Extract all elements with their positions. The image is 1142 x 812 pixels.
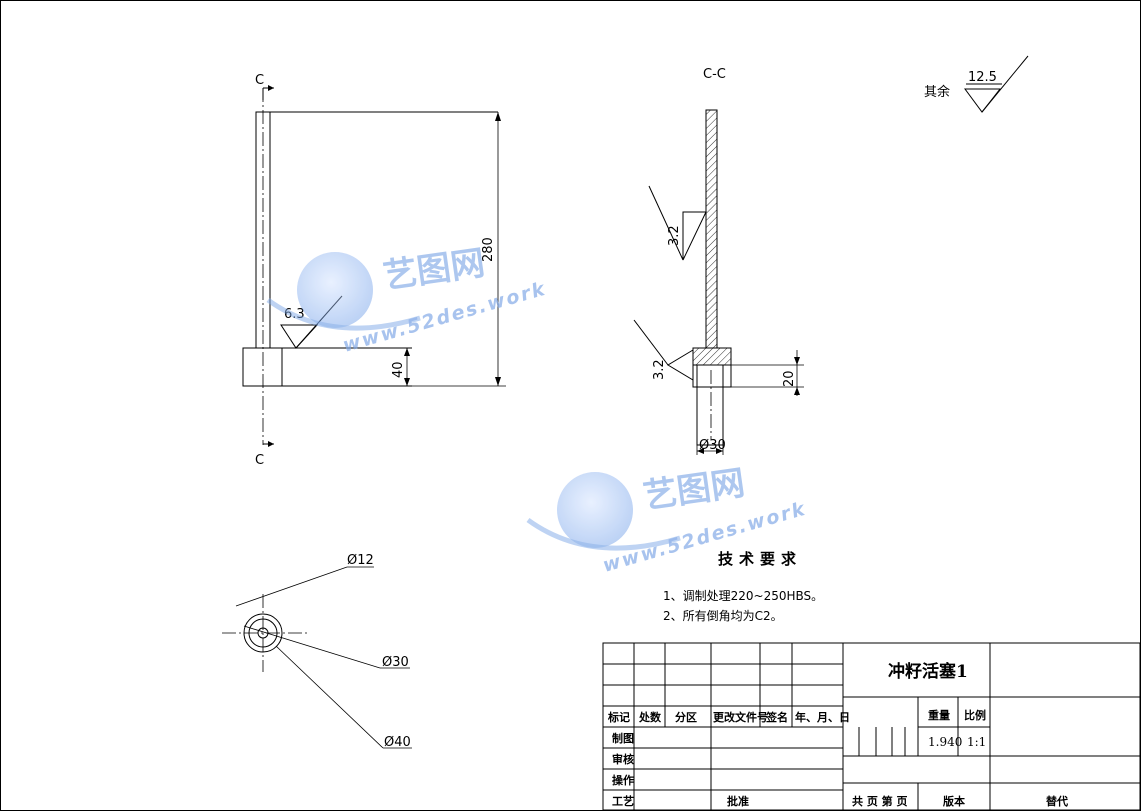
header-mark: 标记 bbox=[607, 710, 630, 724]
roughness-note: 其余 12.5 bbox=[924, 55, 1029, 113]
title-block: 标记 处数 分区 更改文件号 签名 年、月、日 制图 审核 操作 工艺 批准 冲… bbox=[602, 642, 1141, 811]
row-craft: 工艺 bbox=[612, 794, 634, 808]
dim-20: 20 bbox=[782, 370, 797, 387]
section-label-c-c: C-C bbox=[703, 67, 726, 82]
top-view: Ø12 Ø30 Ø40 bbox=[222, 553, 412, 750]
roughness-note-label: 其余 bbox=[924, 84, 950, 100]
watermark-1: 艺图网 www.52des.work bbox=[266, 243, 549, 357]
header-date: 年、月、日 bbox=[795, 710, 850, 724]
weight-label: 重量 bbox=[928, 708, 950, 722]
row-process: 操作 bbox=[612, 773, 634, 787]
part-name: 冲籽活塞1 bbox=[888, 661, 968, 682]
dim-dia-30: Ø30 bbox=[382, 655, 409, 670]
header-sign: 签名 bbox=[765, 710, 788, 724]
dim-280: 280 bbox=[481, 237, 496, 262]
weight-value: 1.940 bbox=[928, 735, 962, 749]
scale-label: 比例 bbox=[964, 708, 986, 722]
section-label-c-top: C bbox=[255, 73, 264, 88]
roughness-note-value: 12.5 bbox=[968, 70, 997, 85]
row-check: 审核 bbox=[612, 752, 634, 766]
tech-requirements: 技术要求 1、调制处理220~250HBS。 2、所有倒角均为C2。 bbox=[663, 550, 823, 623]
globe-logo-2 bbox=[557, 472, 633, 548]
section-label-c-bottom: C bbox=[255, 453, 264, 468]
version-label: 版本 bbox=[943, 794, 965, 808]
scale-value: 1:1 bbox=[967, 735, 986, 749]
tech-requirement-1: 1、调制处理220~250HBS。 bbox=[663, 589, 823, 603]
dim-dia-30-section: Ø30 bbox=[699, 438, 726, 453]
globe-logo-1 bbox=[297, 252, 373, 328]
dim-dia-40: Ø40 bbox=[384, 735, 411, 750]
dim-dia-12: Ø12 bbox=[347, 553, 374, 568]
tech-requirements-heading: 技术要求 bbox=[718, 550, 802, 568]
roughness-3-2-lower: 3.2 bbox=[652, 359, 667, 380]
dim-40: 40 bbox=[391, 361, 406, 378]
row-approve: 批准 bbox=[727, 794, 749, 808]
roughness-3-2-upper: 3.2 bbox=[667, 225, 682, 246]
row-draw: 制图 bbox=[612, 731, 634, 745]
tech-requirement-2: 2、所有倒角均为C2。 bbox=[663, 609, 783, 623]
replace-label: 替代 bbox=[1046, 794, 1068, 808]
header-doc-no: 更改文件号 bbox=[713, 710, 768, 724]
section-view: C-C 20 Ø30 3.2 3.2 bbox=[633, 67, 804, 455]
sheets-label: 共 页 第 页 bbox=[852, 794, 908, 808]
header-count: 处数 bbox=[638, 710, 662, 724]
header-zone: 分区 bbox=[675, 710, 697, 724]
watermark-cn-2: 艺图网 bbox=[641, 463, 748, 517]
watermark-cn-1: 艺图网 bbox=[381, 243, 488, 297]
